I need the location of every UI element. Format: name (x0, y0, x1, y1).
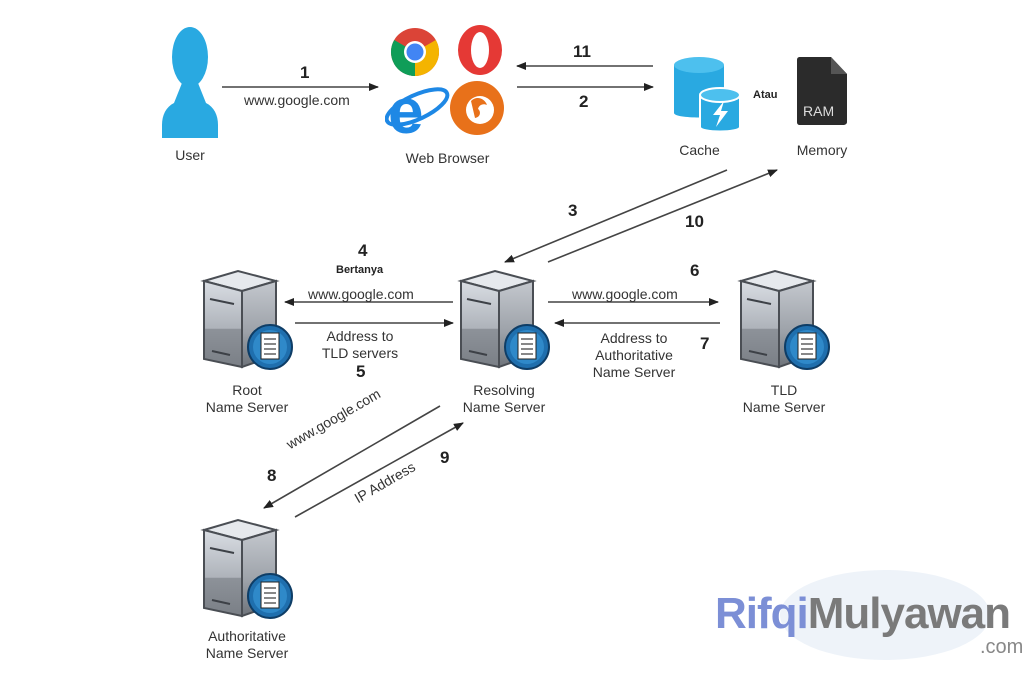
step-9-number: 9 (440, 448, 450, 467)
root-label-line2: Name Server (205, 399, 289, 415)
watermark-part1: Rifqi (715, 589, 809, 638)
resolving-label-line2: Name Server (462, 399, 546, 415)
step-4-subtext: Bertanya (336, 264, 384, 276)
opera-icon (458, 25, 502, 75)
web-browser-label: Web Browser (405, 150, 490, 166)
step-1-text: www.google.com (244, 92, 350, 108)
step-11-number: 11 (573, 42, 591, 61)
firefox-icon (450, 81, 504, 135)
watermark-domain: .com (980, 636, 1024, 658)
step-10-number: 10 (685, 212, 704, 231)
step-1-number: 1 (300, 63, 310, 82)
step-5-text-line1: Address to (326, 328, 394, 344)
tld-name-server-icon (735, 263, 835, 380)
step-4-number: 4 (358, 241, 368, 260)
step-3-number: 3 (568, 201, 578, 220)
svg-text:e: e (388, 75, 424, 140)
watermark-part2: Mulyawan (807, 589, 1011, 638)
step-8-number: 8 (267, 466, 277, 485)
step-4-text: www.google.com (308, 286, 414, 302)
cache-database-icon (674, 57, 741, 133)
cache-node (672, 55, 742, 135)
step-7-text-line2: Authoritative (595, 347, 673, 363)
authoritative-name-server-icon (198, 512, 298, 629)
root-label-line1: Root (232, 382, 262, 398)
step-2-number: 2 (579, 92, 589, 111)
chrome-icon (390, 28, 440, 77)
tld-label-line2: Name Server (742, 399, 826, 415)
tld-label-line1: TLD (770, 382, 798, 398)
step-7-number: 7 (700, 334, 710, 353)
step-5-number: 5 (356, 362, 366, 381)
watermark-logo: RifqiMulyawan (715, 589, 1011, 638)
step-6-number: 6 (690, 261, 700, 280)
arrow-3 (504, 169, 728, 263)
lightning-icon (713, 101, 728, 127)
arrow-10 (547, 169, 778, 263)
step-5-text-line2: TLD servers (321, 345, 399, 361)
root-name-server-icon (198, 263, 298, 380)
ram-file-icon (797, 57, 847, 125)
ram-chip-text: RAM (803, 103, 835, 119)
arrow-9 (294, 422, 464, 518)
arrow-8 (263, 405, 441, 509)
step-7-text-line3: Name Server (592, 364, 676, 380)
resolving-label-line1: Resolving (473, 382, 535, 398)
cache-label: Cache (679, 142, 720, 158)
user-label: User (175, 147, 205, 163)
memory-label: Memory (796, 142, 848, 158)
user-node (160, 25, 220, 140)
authoritative-label-line1: Authoritative (208, 628, 286, 644)
or-text: Atau (753, 89, 778, 101)
memory-node (797, 57, 847, 125)
watermark-cloud (780, 570, 990, 660)
user-icon (162, 27, 218, 138)
internet-explorer-icon: e (384, 75, 450, 147)
step-7-text-line1: Address to (600, 330, 668, 346)
web-browser-node: e (384, 25, 510, 147)
authoritative-label-line2: Name Server (205, 645, 289, 661)
resolving-name-server-icon (455, 263, 555, 380)
step-6-text: www.google.com (572, 286, 678, 302)
